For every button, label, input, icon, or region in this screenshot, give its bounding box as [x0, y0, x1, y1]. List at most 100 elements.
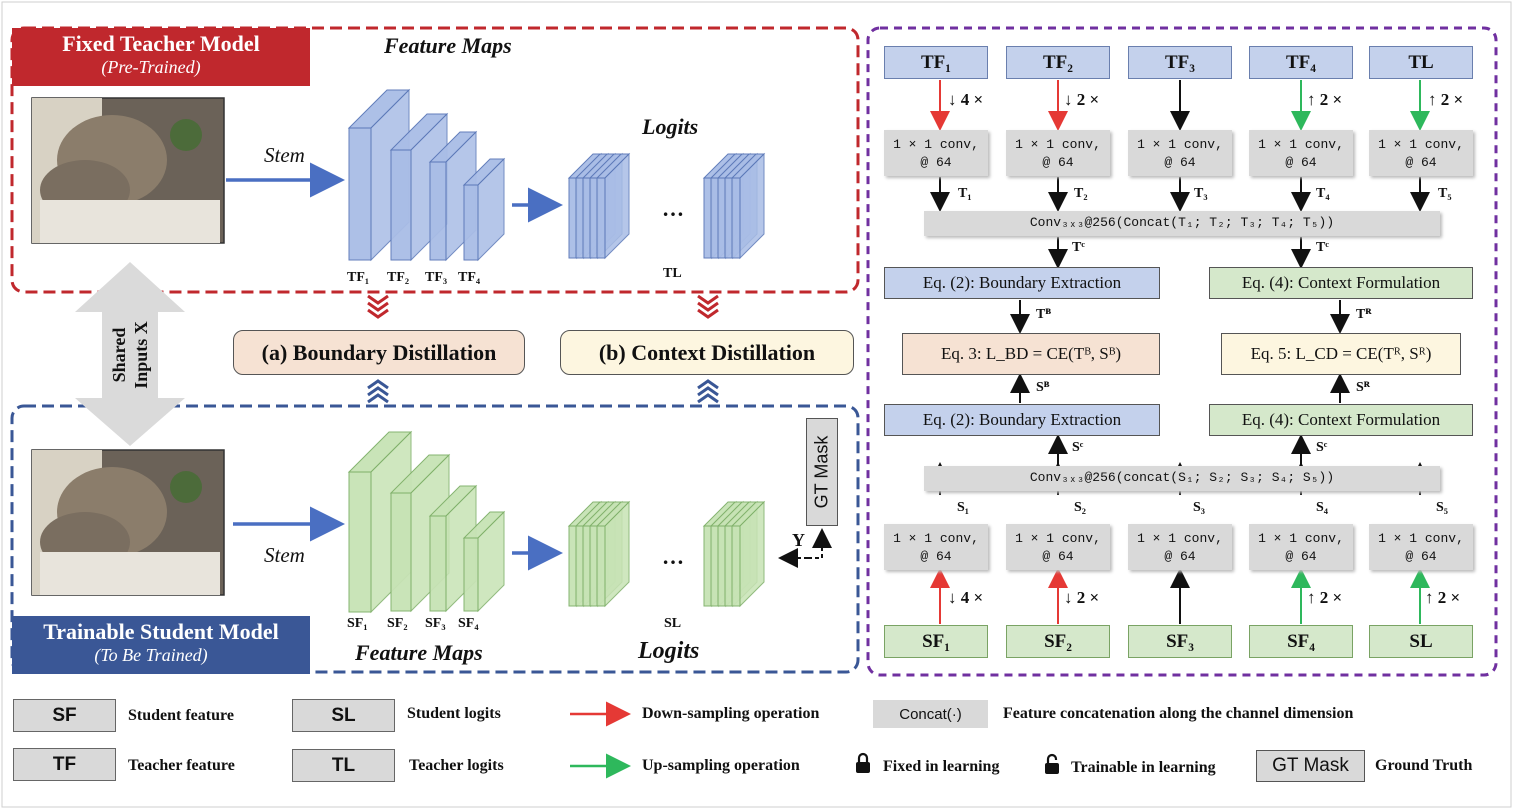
- rp-teacher-context-box: Eq. (4): Context Formulation: [1209, 267, 1473, 299]
- teacher-logits-tag: TL: [663, 266, 682, 281]
- rp-tf4-label: TF₄: [1286, 51, 1316, 73]
- student-title-box: Trainable Student Model (To Be Trained): [12, 616, 310, 674]
- legend-tl-text: Teacher logits: [409, 757, 504, 774]
- conv-line1: 1 × 1 conv,: [1258, 531, 1344, 546]
- teacher-logits-left-slice: [595, 152, 631, 260]
- rp-sf1-box: SF₁: [884, 625, 988, 658]
- boundary-distillation-label: (a) Boundary Distillation: [261, 339, 497, 365]
- teacher-logits-stack: [567, 152, 766, 260]
- rp-t5: T₅: [1438, 186, 1452, 201]
- rp-student-op-2: ↓ 2 ×: [1064, 588, 1100, 607]
- rp-sf2-box: SF₂: [1006, 625, 1110, 658]
- teacher-boundary-chevron: [367, 294, 389, 319]
- rp-student-conv-2: 1 × 1 conv,@ 64: [1006, 524, 1110, 570]
- teacher-title-box: Fixed Teacher Model (Pre-Trained): [12, 28, 310, 86]
- rp-teacher-concat-text: Conv₃ₓ₃@256(Concat(T₁; T₂; T₃; T₄; T₅)): [1029, 215, 1335, 230]
- student-fm-label-4: SF₄: [458, 616, 479, 631]
- rp-teacher-conv-5: 1 × 1 conv,@ 64: [1369, 130, 1473, 176]
- rp-tr-label: Tᴿ: [1356, 307, 1372, 322]
- rp-teacher-op-2: ↓ 2 ×: [1064, 90, 1100, 109]
- teacher-feature-map-1: [347, 88, 411, 262]
- rp-student-conv-4: 1 × 1 conv,@ 64: [1249, 524, 1353, 570]
- rp-eq5-box: Eq. 5: L_CD = CE(Tᴿ, Sᴿ): [1221, 333, 1461, 375]
- student-fm-label-3: SF₃: [425, 616, 446, 631]
- rp-tb-label: Tᴮ: [1036, 307, 1051, 322]
- student-title: Trainable Student Model: [43, 619, 279, 644]
- legend-sf-box: SF: [13, 699, 116, 732]
- conv-line1: 1 × 1 conv,: [893, 137, 979, 152]
- student-logits-tag: SL: [664, 616, 682, 631]
- conv-line1: 1 × 1 conv,: [1015, 137, 1101, 152]
- legend-sl-box: SL: [292, 699, 395, 732]
- gt-mask-text: GT Mask: [811, 435, 832, 509]
- rp-teacher-context-text: Eq. (4): Context Formulation: [1241, 273, 1441, 292]
- gt-mask-arrow: [808, 528, 832, 559]
- rp-teacher-conv-4: 1 × 1 conv, @ 64: [1249, 130, 1353, 176]
- legend-gt-box: GT Mask: [1256, 750, 1365, 782]
- student-fm-label-1: SF₁: [347, 616, 368, 631]
- legend-tf-text: Teacher feature: [128, 757, 235, 774]
- student-feature-maps: [347, 430, 506, 614]
- student-subtitle: (To Be Trained): [94, 645, 208, 665]
- legend-concat-box: Concat(·): [873, 700, 988, 728]
- rp-sf4-label: SF₄: [1287, 630, 1315, 652]
- rp-tc-right: Tᶜ: [1316, 240, 1329, 255]
- teacher-subtitle: (Pre-Trained): [101, 57, 201, 77]
- legend-gt-box-label: GT Mask: [1272, 755, 1349, 776]
- rp-t2: T₂: [1074, 186, 1088, 201]
- rp-student-conv-1: 1 × 1 conv, @ 64: [884, 524, 988, 570]
- rp-student-context-text: Eq. (4): Context Formulation: [1241, 410, 1441, 429]
- student-feature-map-4: [462, 510, 506, 613]
- teacher-ellipsis: …: [662, 196, 684, 221]
- context-distillation-box: (b) Context Distillation: [560, 330, 854, 375]
- legend-fixed-lock-icon: [856, 752, 870, 773]
- rp-student-op-4: ↑ 2 ×: [1307, 588, 1343, 607]
- teacher-context-chevron: [697, 294, 719, 319]
- rp-s3: S₃: [1193, 500, 1205, 515]
- student-frame: [10, 404, 860, 674]
- rp-sl-label: SL: [1409, 630, 1433, 652]
- conv-line1: 1 × 1 conv,: [1137, 531, 1223, 546]
- rp-student-op-1: ↓ 4 ×: [948, 588, 984, 607]
- legend-up-text: Up-sampling operation: [642, 757, 800, 774]
- rp-sf1-label: SF₁: [922, 630, 950, 652]
- gt-mask-box: GT Mask: [806, 418, 838, 526]
- legend-tf-box-label: TF: [52, 753, 77, 775]
- rp-t3: T₃: [1194, 186, 1208, 201]
- legend-concat-box-label: Concat(·): [899, 705, 962, 723]
- rp-student-conv-3: 1 × 1 conv, @ 64: [1128, 524, 1232, 570]
- rp-student-concat-text: Conv₃ₓ₃@256(concat(S₁; S₂; S₃; S₄; S₅)): [1029, 470, 1335, 485]
- student-ellipsis: …: [662, 544, 684, 569]
- rp-teacher-concat-box: Conv₃ₓ₃@256(Concat(T₁; T₂; T₃; T₄; T₅)): [924, 211, 1440, 236]
- conv-line1: 1 × 1 conv,: [1378, 531, 1464, 546]
- rp-teacher-boundary-box: Eq. (2): Boundary Extraction: [884, 267, 1160, 299]
- rp-teacher-conv-1: 1 × 1 conv,@ 64: [884, 130, 988, 176]
- conv-line1: 1 × 1 conv,: [1258, 137, 1344, 152]
- rp-t4: T₄: [1316, 186, 1330, 201]
- rp-tl-box: TL: [1369, 46, 1473, 79]
- rp-s1: S₁: [957, 500, 969, 515]
- rp-tf2-label: TF₂: [1043, 51, 1073, 73]
- conv-line2: @ 64: [1164, 549, 1196, 564]
- rp-s2: S₂: [1074, 500, 1086, 515]
- rp-student-boundary-text: Eq. (2): Boundary Extraction: [922, 410, 1122, 429]
- conv-line1: 1 × 1 conv,: [893, 531, 979, 546]
- legend-concat-text: Feature concatenation along the channel …: [1003, 705, 1354, 722]
- rp-tf3-box: TF₃: [1128, 46, 1232, 79]
- conv-line1: 1 × 1 conv,: [1137, 137, 1223, 152]
- rp-sf4-box: SF₄: [1249, 625, 1353, 658]
- conv-line2: @ 64: [920, 549, 952, 564]
- rp-tf4-box: TF₄: [1249, 46, 1353, 79]
- rp-student-context-box: Eq. (4): Context Formulation: [1209, 404, 1473, 436]
- legend-sl-box-label: SL: [331, 704, 356, 726]
- conv-line1: 1 × 1 conv,: [1378, 137, 1464, 152]
- rp-sf3-box: SF₃: [1128, 625, 1232, 658]
- legend-tl-box-label: TL: [331, 754, 356, 776]
- legend-sf-text: Student feature: [128, 707, 234, 724]
- student-logits-left: [567, 500, 631, 608]
- rp-tc-left: Tᶜ: [1072, 240, 1085, 255]
- conv-line2: @ 64: [1285, 155, 1317, 170]
- shared-inputs-label: Shared Inputs X: [109, 321, 151, 389]
